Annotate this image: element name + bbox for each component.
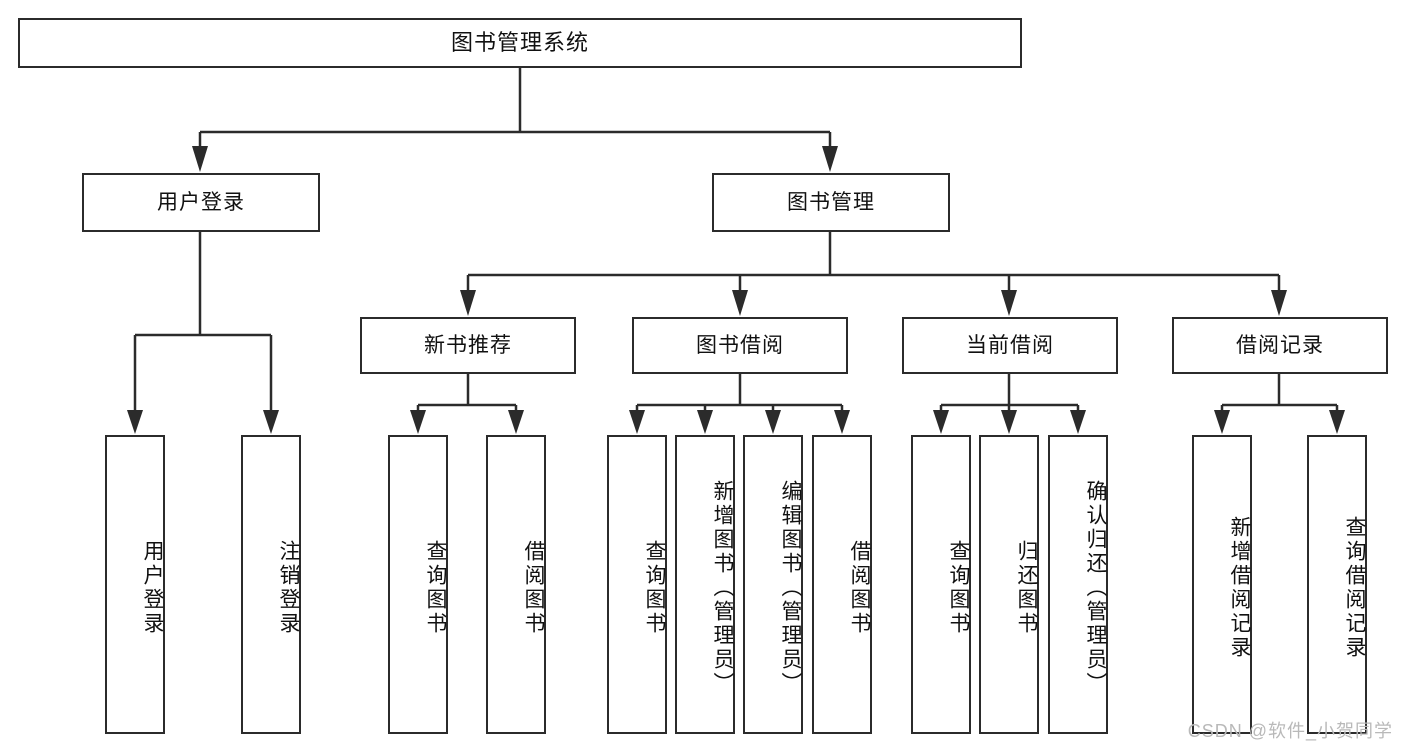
node-leaf-query-book-1[interactable]: 查询图书	[388, 435, 448, 734]
node-new-book-recommend[interactable]: 新书推荐	[360, 317, 576, 374]
node-leaf-edit-book[interactable]: 编辑图书（管理员）	[743, 435, 803, 734]
node-leaf-add-book[interactable]: 新增图书（管理员）	[675, 435, 735, 734]
node-leaf-confirm-return[interactable]: 确认归还（管理员）	[1048, 435, 1108, 734]
node-label: 归还图书	[1015, 539, 1038, 636]
node-leaf-add-record[interactable]: 新增借阅记录	[1192, 435, 1252, 734]
node-label: 用户登录	[157, 190, 245, 214]
node-label: 图书借阅	[696, 333, 784, 357]
node-label: 借阅图书	[522, 539, 545, 636]
node-label: 查询图书	[643, 539, 666, 636]
node-borrow-record[interactable]: 借阅记录	[1172, 317, 1388, 374]
node-user-login[interactable]: 用户登录	[82, 173, 320, 232]
node-leaf-borrow-book-1[interactable]: 借阅图书	[486, 435, 546, 734]
node-label: 借阅图书	[848, 539, 871, 636]
node-label: 注销登录	[277, 539, 300, 636]
node-label: 查询图书	[424, 539, 447, 636]
node-label: 编辑图书（管理员）	[779, 479, 802, 696]
node-leaf-query-book-2[interactable]: 查询图书	[607, 435, 667, 734]
node-label: 查询借阅记录	[1343, 515, 1366, 660]
node-book-management[interactable]: 图书管理	[712, 173, 950, 232]
node-current-borrow[interactable]: 当前借阅	[902, 317, 1118, 374]
node-label: 用户登录	[141, 539, 164, 636]
node-label: 新增图书（管理员）	[711, 479, 734, 696]
node-root-system[interactable]: 图书管理系统	[18, 18, 1022, 68]
watermark: CSDN @软件_小贺同学	[1187, 721, 1393, 741]
node-label: 当前借阅	[966, 333, 1054, 357]
node-label: 图书管理	[787, 190, 875, 214]
node-label: 查询图书	[947, 539, 970, 636]
node-leaf-user-login[interactable]: 用户登录	[105, 435, 165, 734]
node-label: 图书管理系统	[450, 29, 589, 55]
node-leaf-query-record[interactable]: 查询借阅记录	[1307, 435, 1367, 734]
node-leaf-query-book-3[interactable]: 查询图书	[911, 435, 971, 734]
node-book-borrow[interactable]: 图书借阅	[632, 317, 848, 374]
node-label: 借阅记录	[1236, 333, 1324, 357]
node-label: 确认归还（管理员）	[1084, 479, 1107, 696]
node-label: 新书推荐	[424, 333, 512, 357]
node-leaf-return-book[interactable]: 归还图书	[979, 435, 1039, 734]
node-leaf-borrow-book-2[interactable]: 借阅图书	[812, 435, 872, 734]
node-leaf-logout[interactable]: 注销登录	[241, 435, 301, 734]
node-label: 新增借阅记录	[1228, 515, 1251, 660]
